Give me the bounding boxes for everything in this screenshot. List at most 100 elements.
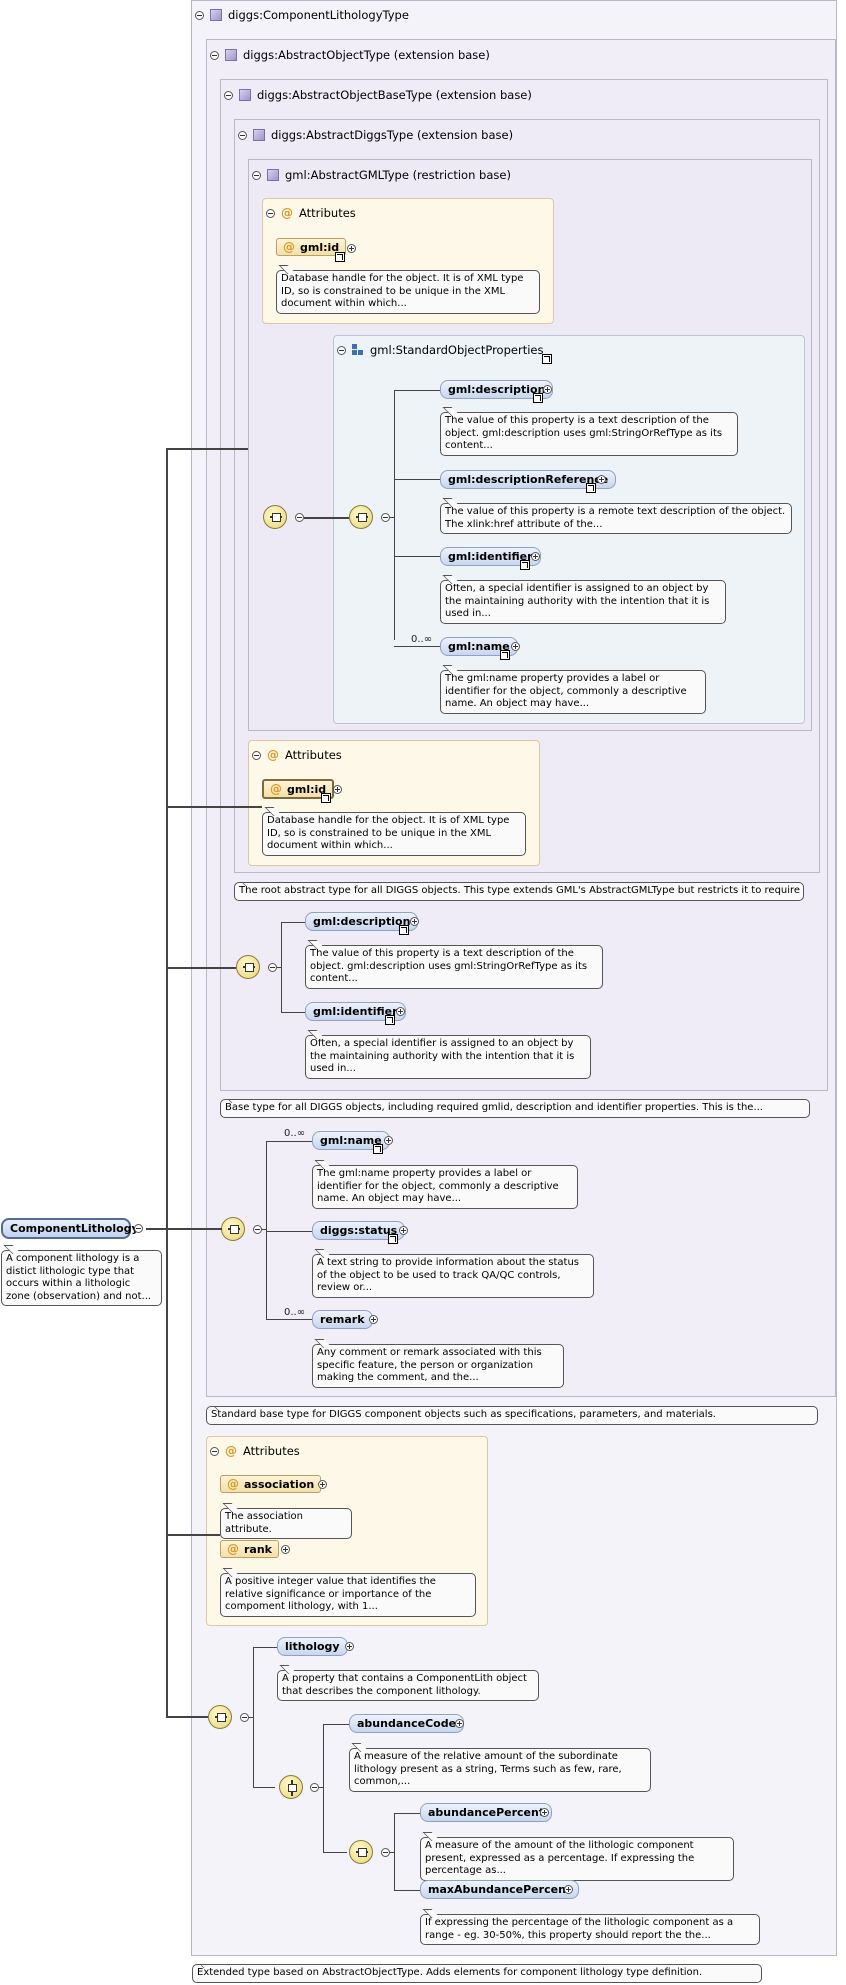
expand-icon[interactable]: [318, 1480, 327, 1489]
collapse-icon[interactable]: [252, 750, 261, 760]
sequence-icon[interactable]: [349, 1840, 373, 1864]
component-type-doc: Extended type based on AbstractObjectTyp…: [192, 1964, 762, 1983]
obj-diggs-status-element[interactable]: diggs:status: [312, 1221, 406, 1240]
diggs-gml-id-attribute[interactable]: @ gml:id: [262, 779, 335, 799]
collapse-icon[interactable]: [253, 1225, 262, 1234]
std-gml-name-element[interactable]: gml:name: [440, 637, 518, 656]
component-type-label: diggs:ComponentLithologyType: [228, 8, 409, 22]
abstract-object-base-doc: Base type for all DIGGS objects, includi…: [220, 1099, 810, 1118]
collapse-icon[interactable]: [310, 1783, 319, 1792]
reference-arrow-icon[interactable]: [321, 793, 331, 803]
connector: [394, 1813, 395, 1890]
attributes-label: Attributes: [299, 206, 356, 220]
expand-icon[interactable]: [369, 1315, 378, 1324]
connector: [168, 1534, 220, 1536]
connector: [168, 967, 236, 969]
std-gml-name-doc: The gml:name property provides a label o…: [440, 670, 706, 714]
lithology-element[interactable]: lithology: [277, 1637, 348, 1656]
base-gml-identifier-doc: Often, a special identifier is assigned …: [305, 1035, 591, 1079]
collapse-icon[interactable]: [224, 90, 233, 100]
connector: [388, 517, 395, 518]
reference-arrow-icon[interactable]: [533, 393, 543, 403]
collapse-icon[interactable]: [195, 10, 204, 20]
expand-icon[interactable]: [347, 244, 356, 253]
component-lithology-element[interactable]: ComponentLithology: [1, 1218, 139, 1239]
max-abundance-percent-doc: If expressing the percentage of the lith…: [420, 1914, 760, 1945]
expand-icon[interactable]: [511, 642, 520, 651]
collapse-icon[interactable]: [240, 1713, 249, 1722]
sequence-icon[interactable]: [208, 1705, 232, 1729]
reference-arrow-icon[interactable]: [500, 650, 510, 660]
expand-icon[interactable]: [455, 1719, 464, 1728]
std-gml-description-reference-element[interactable]: gml:descriptionReference: [440, 470, 617, 489]
obj-gml-name-element[interactable]: gml:name: [312, 1131, 390, 1150]
sequence-icon[interactable]: [236, 955, 260, 979]
reference-arrow-icon[interactable]: [586, 483, 596, 493]
reference-arrow-icon[interactable]: [385, 1015, 395, 1025]
collapse-icon[interactable]: [381, 513, 390, 522]
collapse-icon[interactable]: [210, 1446, 219, 1456]
abstract-object-doc: Standard base type for DIGGS component o…: [206, 1406, 818, 1425]
connector: [323, 1724, 324, 1852]
abundance-percent-element[interactable]: abundancePercent: [420, 1803, 553, 1822]
diggs-gml-id-doc: Database handle for the object. It is of…: [262, 812, 526, 856]
sequence-icon[interactable]: [349, 505, 373, 529]
expand-icon[interactable]: [543, 385, 552, 394]
association-attribute[interactable]: @ association: [220, 1475, 322, 1493]
expand-icon[interactable]: [597, 475, 606, 484]
group-icon: [352, 344, 364, 356]
abstract-object-type-header: diggs:AbstractObjectType (extension base…: [210, 48, 490, 62]
abstract-object-base-type-label: diggs:AbstractObjectBaseType (extension …: [257, 88, 532, 102]
collapse-icon[interactable]: [238, 130, 247, 140]
abundance-code-element[interactable]: abundanceCode: [349, 1714, 465, 1733]
complex-type-icon: [267, 169, 279, 181]
expand-icon[interactable]: [384, 1136, 393, 1145]
collapse-icon[interactable]: [252, 170, 261, 180]
abstract-gml-type-label: gml:AbstractGMLType (restriction base): [285, 168, 511, 182]
expand-icon[interactable]: [564, 1885, 573, 1894]
std-gml-description-reference-doc: The value of this property is a remote t…: [440, 503, 792, 534]
reference-arrow-icon[interactable]: [399, 925, 409, 935]
reference-arrow-icon[interactable]: [388, 1234, 398, 1244]
collapse-icon[interactable]: [134, 1224, 143, 1233]
expand-icon[interactable]: [399, 1226, 408, 1235]
collapse-icon[interactable]: [295, 513, 304, 522]
obj-remark-element[interactable]: remark: [312, 1310, 373, 1329]
collapse-icon[interactable]: [337, 345, 346, 355]
expand-icon[interactable]: [345, 1642, 354, 1651]
choice-icon[interactable]: [279, 1775, 303, 1799]
abundance-code-doc: A measure of the relative amount of the …: [349, 1748, 651, 1792]
sequence-icon[interactable]: [221, 1217, 245, 1241]
max-abundance-percent-element[interactable]: maxAbundancePercent: [420, 1880, 580, 1899]
expand-icon[interactable]: [281, 1545, 290, 1554]
attribute-name: association: [244, 1477, 315, 1491]
attribute-name: rank: [244, 1542, 272, 1556]
collapse-icon[interactable]: [381, 1848, 390, 1857]
expand-icon[interactable]: [531, 552, 540, 561]
expand-icon[interactable]: [396, 1007, 405, 1016]
expand-icon[interactable]: [540, 1808, 549, 1817]
complex-type-icon: [225, 49, 237, 61]
collapse-icon[interactable]: [266, 208, 275, 218]
collapse-icon[interactable]: [268, 963, 277, 972]
std-gml-identifier-element[interactable]: gml:identifier: [440, 547, 541, 566]
attribute-icon: @: [270, 782, 282, 796]
abstract-object-base-type-header: diggs:AbstractObjectBaseType (extension …: [224, 88, 532, 102]
reference-arrow-icon[interactable]: [373, 1144, 383, 1154]
sequence-icon[interactable]: [263, 505, 287, 529]
expand-icon[interactable]: [410, 917, 419, 926]
reference-arrow-icon[interactable]: [520, 560, 530, 570]
reference-arrow-icon[interactable]: [542, 354, 552, 364]
base-gml-description-element[interactable]: gml:description: [305, 912, 419, 931]
reference-arrow-icon[interactable]: [335, 252, 345, 262]
attribute-icon: @: [281, 206, 293, 220]
gml-id-attribute[interactable]: @ gml:id: [276, 238, 347, 256]
expand-icon[interactable]: [333, 785, 342, 794]
std-gml-description-element[interactable]: gml:description: [440, 380, 554, 399]
collapse-icon[interactable]: [210, 50, 219, 60]
base-gml-identifier-element[interactable]: gml:identifier: [305, 1002, 406, 1021]
connector: [281, 922, 305, 923]
rank-attribute[interactable]: @ rank: [220, 1540, 279, 1558]
connector: [323, 1852, 347, 1853]
attributes-label: Attributes: [243, 1444, 300, 1458]
